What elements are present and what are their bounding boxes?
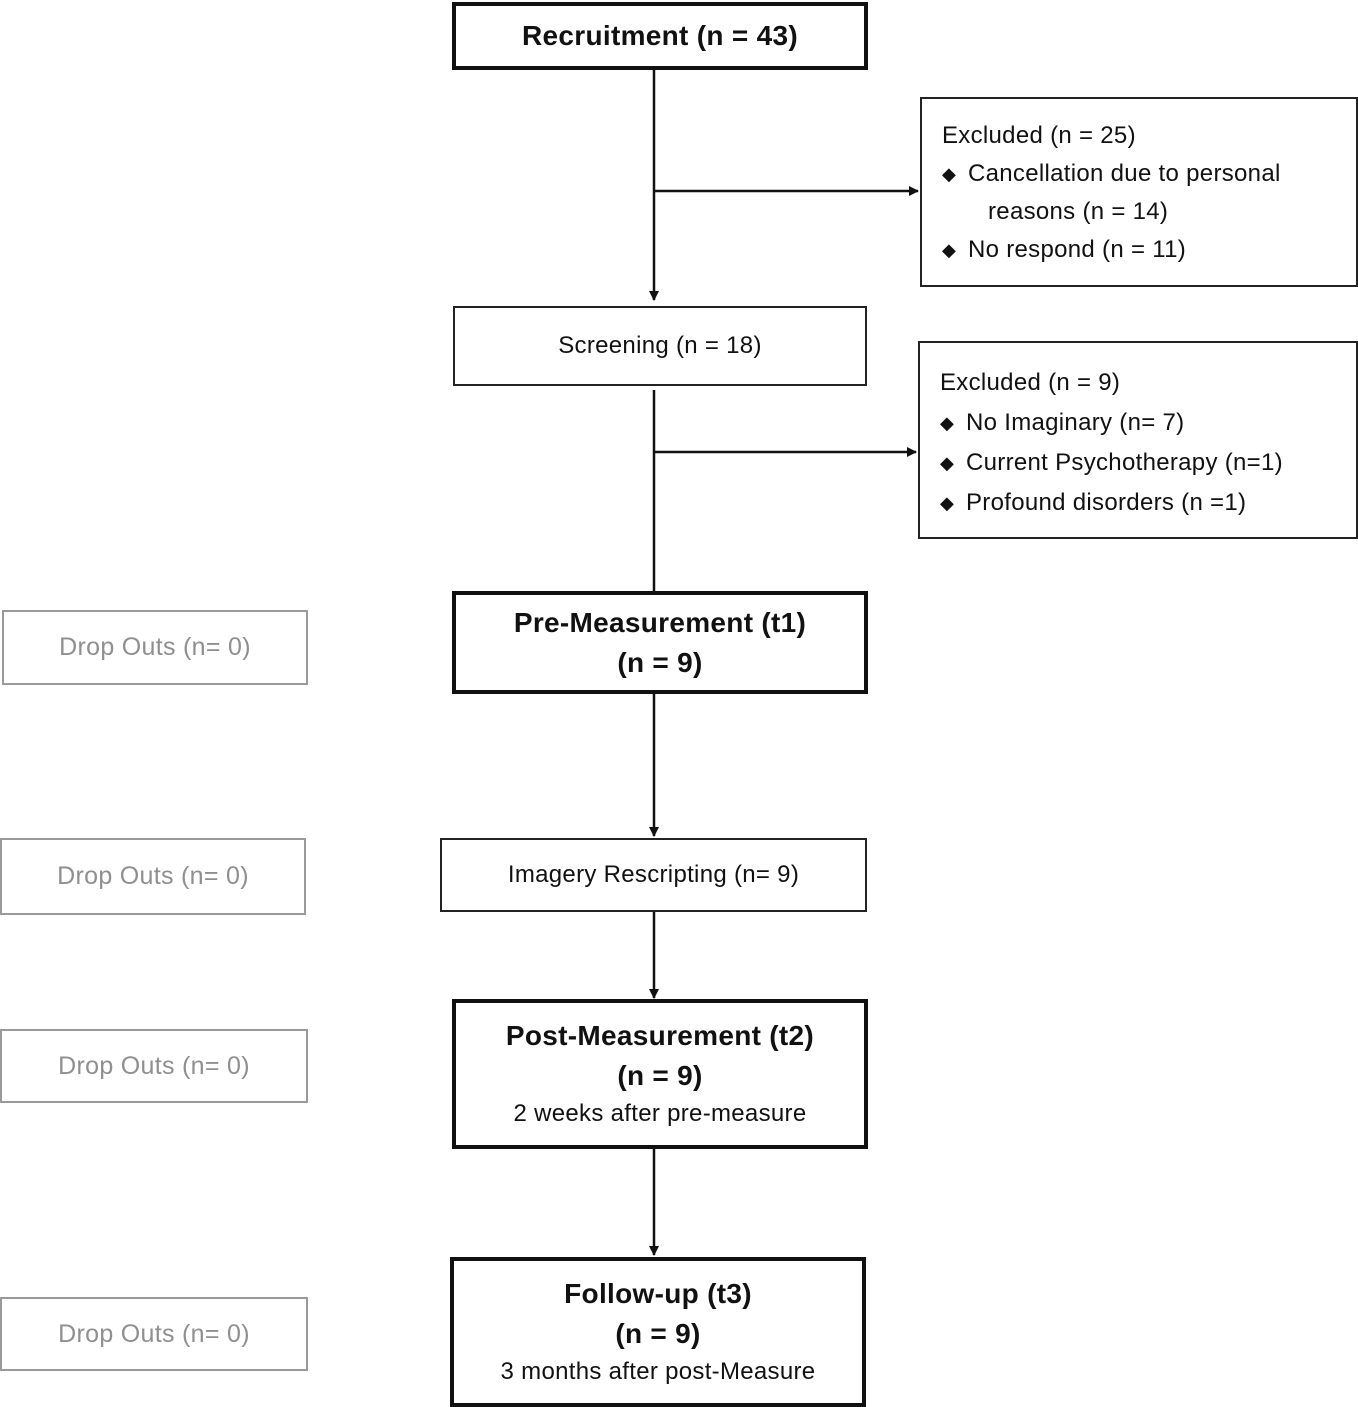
follow-up-note: 3 months after post-Measure <box>500 1358 816 1385</box>
excluded-2-item-1: No Imaginary (n= 7) <box>966 409 1185 436</box>
excluded-1-item-1-cont: reasons (n = 14) <box>988 198 1169 225</box>
imagery-rescripting-label: Imagery Rescripting (n= 9) <box>507 861 800 888</box>
follow-up-n: (n = 9) <box>615 1318 701 1349</box>
dropouts-label: Drop Outs (n= 0) <box>58 1319 250 1348</box>
post-measurement-note: 2 weeks after pre-measure <box>513 1100 807 1127</box>
dropouts-box-2: Drop Outs (n= 0) <box>0 838 306 915</box>
post-measurement-title: Post-Measurement (t2) <box>505 1020 815 1051</box>
post-measurement-n: (n = 9) <box>617 1060 703 1091</box>
dropouts-label: Drop Outs (n= 0) <box>57 862 249 890</box>
excluded-box-1: Excluded (n = 25) ◆ Cancellation due to … <box>920 97 1358 287</box>
bullet-icon: ◆ <box>942 164 957 184</box>
bullet-icon: ◆ <box>940 413 955 433</box>
recruitment-label: Recruitment (n = 43) <box>522 20 798 51</box>
pre-measurement-title: Pre-Measurement (t1) <box>513 606 807 638</box>
excluded-2-item-3: Profound disorders (n =1) <box>966 489 1247 516</box>
screening-label: Screening (n = 18) <box>558 332 762 359</box>
pre-measurement-box: Pre-Measurement (t1) (n = 9) <box>452 591 868 694</box>
dropouts-box-4: Drop Outs (n= 0) <box>0 1297 308 1371</box>
list-item: ◆ Cancellation due to personal <box>942 155 1356 193</box>
bullet-icon: ◆ <box>942 240 957 260</box>
excluded-2-item-2: Current Psychotherapy (n=1) <box>966 449 1283 476</box>
list-item: ◆ No respond (n = 11) <box>942 231 1356 269</box>
follow-up-title: Follow-up (t3) <box>564 1278 752 1309</box>
screening-box: Screening (n = 18) <box>453 306 867 386</box>
bullet-icon: ◆ <box>940 453 955 473</box>
pre-measurement-n: (n = 9) <box>617 646 703 678</box>
dropouts-box-1: Drop Outs (n= 0) <box>2 610 308 685</box>
imagery-rescripting-box: Imagery Rescripting (n= 9) <box>440 838 867 912</box>
post-measurement-box: Post-Measurement (t2) (n = 9) 2 weeks af… <box>452 999 868 1149</box>
dropouts-label: Drop Outs (n= 0) <box>59 633 251 661</box>
excluded-2-title: Excluded (n = 9) <box>940 369 1121 396</box>
list-item: ◆ No Imaginary (n= 7) <box>940 403 1356 443</box>
dropouts-label: Drop Outs (n= 0) <box>58 1051 250 1080</box>
excluded-1-item-1: Cancellation due to personal <box>968 160 1281 187</box>
follow-up-box: Follow-up (t3) (n = 9) 3 months after po… <box>450 1257 866 1407</box>
excluded-1-title: Excluded (n = 25) <box>942 122 1136 149</box>
list-item: ◆ Current Psychotherapy (n=1) <box>940 443 1356 483</box>
bullet-icon: ◆ <box>940 493 955 513</box>
dropouts-box-3: Drop Outs (n= 0) <box>0 1029 308 1103</box>
excluded-box-2: Excluded (n = 9) ◆ No Imaginary (n= 7) ◆… <box>918 341 1358 539</box>
excluded-1-item-2: No respond (n = 11) <box>968 236 1187 263</box>
list-item: ◆ Profound disorders (n =1) <box>940 483 1356 523</box>
recruitment-box: Recruitment (n = 43) <box>452 2 868 70</box>
